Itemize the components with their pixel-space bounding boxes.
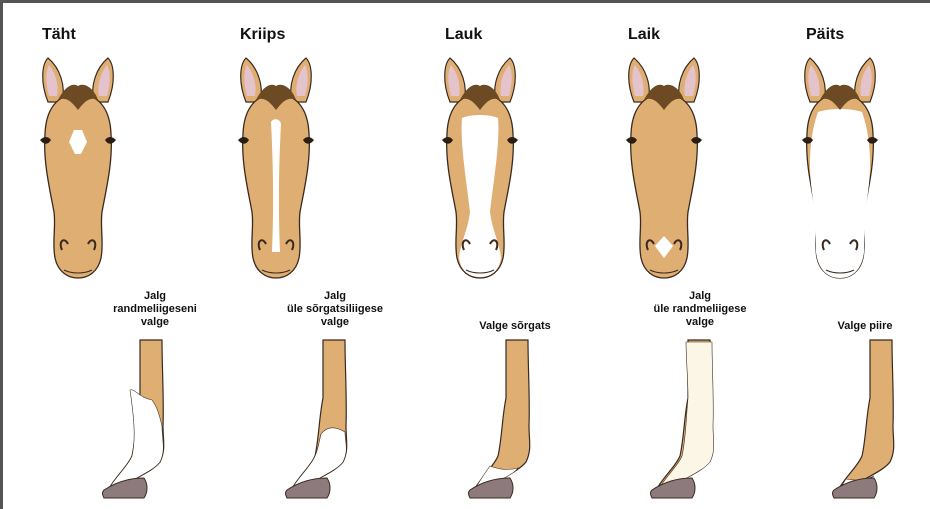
leg-label-3: Valge sõrgats bbox=[445, 320, 585, 333]
taht-head-shape bbox=[45, 94, 112, 278]
leg3-leg-shape bbox=[474, 340, 530, 490]
head-label-laik: Laik bbox=[628, 26, 660, 44]
leg3-hoof bbox=[469, 478, 514, 498]
palts-white-marking bbox=[810, 109, 870, 278]
leg-5 bbox=[830, 338, 920, 503]
leg-2 bbox=[283, 338, 373, 503]
leg-1 bbox=[100, 338, 190, 503]
head-taht bbox=[18, 52, 138, 282]
leg4-hoof bbox=[651, 478, 696, 498]
frame-left-border bbox=[0, 0, 3, 509]
head-lauk bbox=[420, 52, 540, 282]
leg1-hoof bbox=[103, 478, 148, 498]
head-kriips bbox=[216, 52, 336, 282]
leg2-hoof bbox=[286, 478, 331, 498]
head-label-taht: Täht bbox=[42, 26, 76, 44]
head-label-kriips: Kriips bbox=[240, 26, 285, 44]
leg-4 bbox=[648, 338, 738, 503]
leg-label-5: Valge piire bbox=[810, 320, 920, 333]
head-label-palts: Päits bbox=[806, 26, 844, 44]
head-palts bbox=[780, 52, 900, 282]
frame-top-border bbox=[0, 0, 930, 3]
leg-3 bbox=[466, 338, 556, 503]
leg5-hoof bbox=[833, 478, 878, 498]
leg5-leg-shape bbox=[838, 340, 894, 490]
head-label-lauk: Lauk bbox=[445, 26, 482, 44]
leg1-white-marking bbox=[108, 390, 163, 490]
head-laik bbox=[604, 52, 724, 282]
